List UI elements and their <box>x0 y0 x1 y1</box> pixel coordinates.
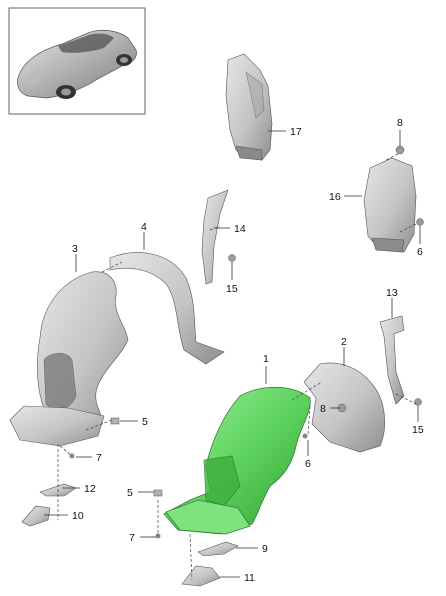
callout-4: 4 <box>141 221 147 233</box>
callout-14: 14 <box>234 223 246 235</box>
part-13-bracket <box>379 315 422 406</box>
part-9-rail <box>197 541 239 557</box>
callout-16: 16 <box>329 191 341 203</box>
callout-8-upper: 8 <box>397 117 403 129</box>
screw-6-lower <box>302 433 308 439</box>
callout-2: 2 <box>341 336 347 348</box>
callout-6-lower: 6 <box>305 458 311 470</box>
part-10-foot <box>21 505 51 527</box>
callout-7-lower: 7 <box>129 532 135 544</box>
callout-13: 13 <box>386 287 398 299</box>
callout-7-upper: 7 <box>96 452 102 464</box>
leader-lines <box>44 130 421 578</box>
callout-10: 10 <box>72 510 84 522</box>
assembly-lines <box>57 153 417 581</box>
callout-6-upper: 6 <box>417 246 423 258</box>
fasteners <box>69 417 308 539</box>
part-2-liner <box>303 362 385 453</box>
callout-5-upper: 5 <box>142 416 148 428</box>
callout-8-lower: 8 <box>320 403 326 415</box>
part-17-panel <box>225 53 273 161</box>
callout-3: 3 <box>72 243 78 255</box>
callout-17: 17 <box>290 126 302 138</box>
part-3-liner <box>9 271 129 447</box>
callout-9: 9 <box>262 543 268 555</box>
clip-5-lower <box>153 489 163 497</box>
callout-5-lower: 5 <box>127 487 133 499</box>
clip-5-upper <box>110 417 120 425</box>
callout-15-right: 15 <box>412 424 424 436</box>
callout-11: 11 <box>244 572 255 584</box>
callout-12: 12 <box>84 483 96 495</box>
callout-labels: 1 2 3 4 5 5 7 7 8 8 9 10 11 12 13 14 15 … <box>72 117 424 584</box>
part-14-strip <box>201 189 236 285</box>
part-1-liner-highlighted[interactable] <box>163 386 311 535</box>
part-16-panel <box>363 145 424 253</box>
car-thumbnail-icon <box>17 29 137 99</box>
part-11-foot <box>181 565 221 587</box>
car-thumbnail <box>8 7 146 115</box>
part-4-liner <box>109 252 225 365</box>
callout-1: 1 <box>263 353 269 365</box>
callout-15-middle: 15 <box>226 283 238 295</box>
